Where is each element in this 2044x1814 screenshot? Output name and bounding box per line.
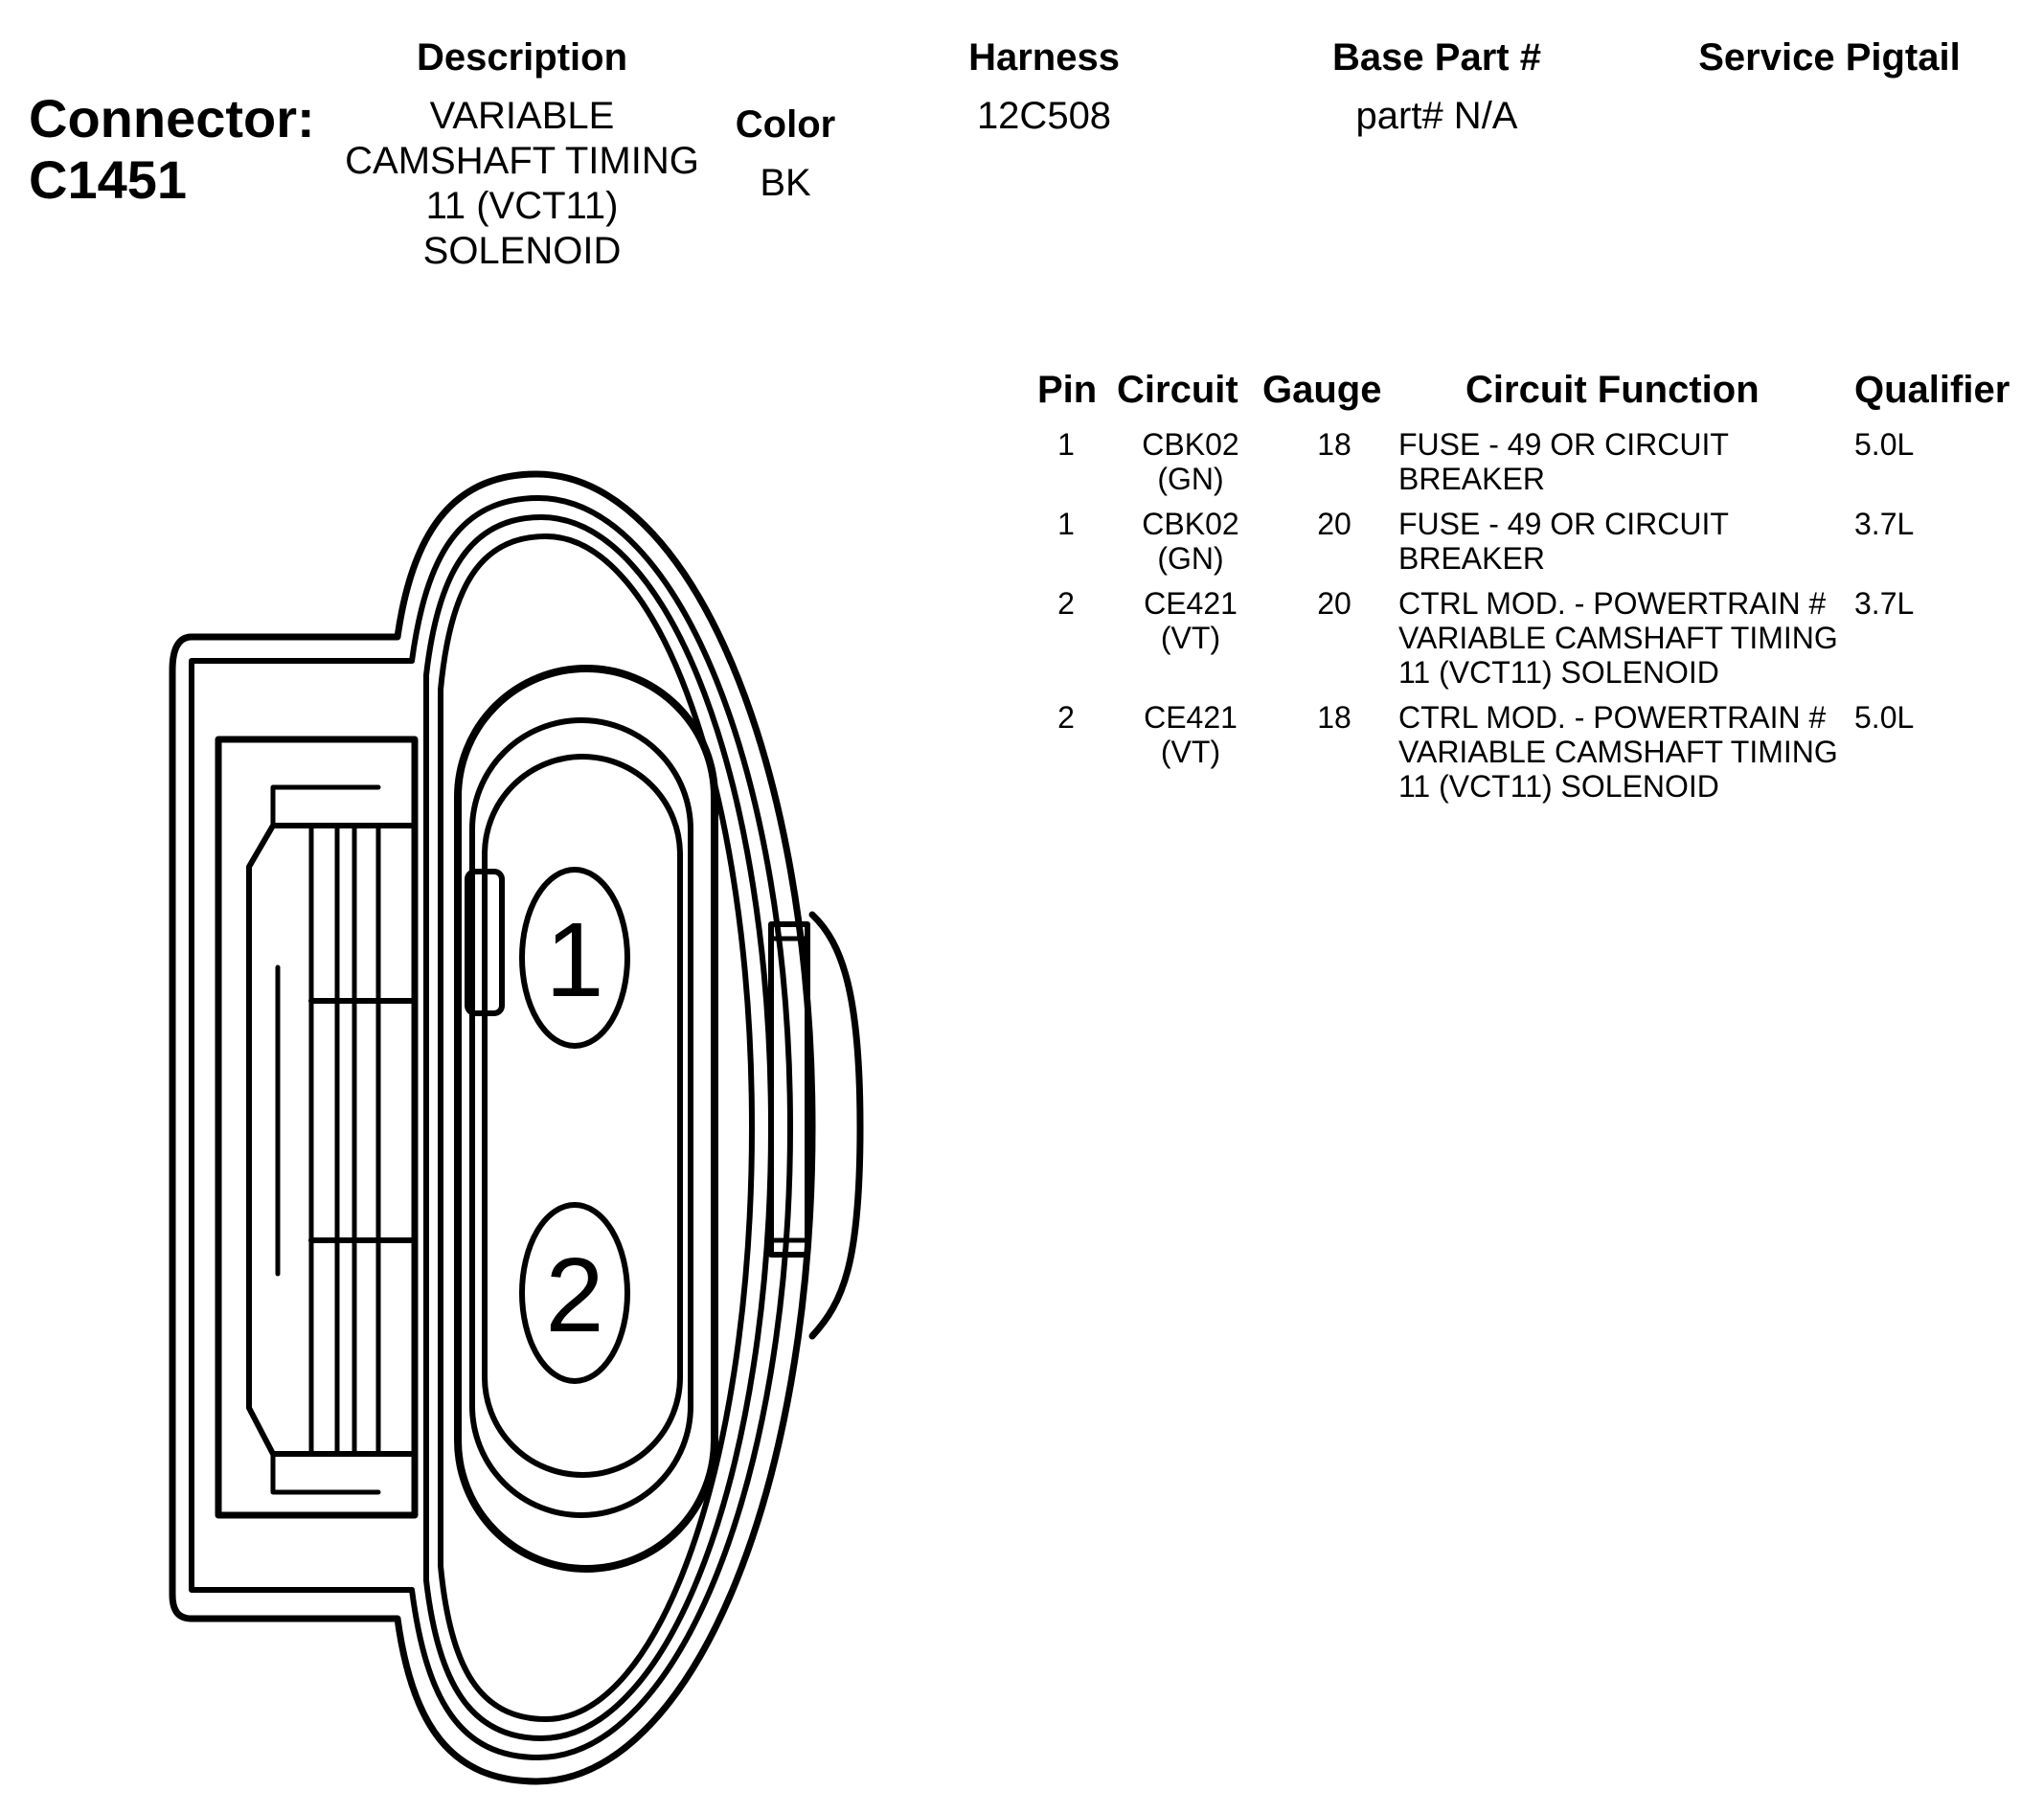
pin-cell: 1 (1057, 427, 1075, 462)
color-value: BK (760, 162, 811, 204)
table-header-gauge: Gauge (1262, 369, 1382, 411)
cavity-inner-outline (482, 754, 683, 1478)
connector-id: C1451 (29, 149, 188, 210)
gauge-cell: 20 (1317, 586, 1351, 621)
table-row: 1 CBK02 (GN) 20 FUSE - 49 OR CIRCUIT BRE… (1034, 507, 2031, 612)
circuit-cell: CE421 (VT) (1144, 586, 1238, 655)
qualifier-cell: 5.0L (1854, 700, 1915, 735)
table-header-qualifier: Qualifier (1854, 369, 2010, 411)
pin-cell: 2 (1057, 586, 1075, 621)
connector-title: Connector: C1451 (29, 88, 315, 211)
pin-2-circle (519, 1202, 630, 1384)
table-row: 1 CBK02 (GN) 18 FUSE - 49 OR CIRCUIT BRE… (1034, 427, 2031, 533)
circuit-cell: CE421 (VT) (1144, 700, 1238, 769)
table-header-circuit: Circuit (1117, 369, 1238, 411)
lock-slot (768, 921, 810, 1258)
table-row: 2 CE421 (VT) 18 CTRL MOD. - POWERTRAIN #… (1034, 700, 2031, 805)
circuit-cell: CBK02 (GN) (1142, 507, 1239, 576)
harness-header: Harness (968, 36, 1120, 79)
table-row: 2 CE421 (VT) 20 CTRL MOD. - POWERTRAIN #… (1034, 586, 2031, 692)
base-part-header: Base Part # (1332, 36, 1541, 79)
circuit-cell: CBK02 (GN) (1142, 427, 1239, 496)
shell-outline-inner-1 (189, 495, 793, 1760)
function-cell: FUSE - 49 OR CIRCUIT BREAKER (1398, 427, 1729, 496)
pin-cell: 1 (1057, 507, 1075, 541)
pin-1-circle (519, 867, 630, 1049)
key-notch (465, 869, 505, 1016)
shell-outline-inner-2 (423, 514, 774, 1741)
base-part-value: part# N/A (1355, 95, 1518, 137)
function-cell: FUSE - 49 OR CIRCUIT BREAKER (1398, 507, 1729, 576)
latch-clip (246, 823, 417, 1457)
description-header: Description (416, 36, 628, 79)
description-value: VARIABLE CAMSHAFT TIMING 11 (VCT11) SOLE… (345, 95, 699, 272)
table-header-pin: Pin (1037, 369, 1098, 411)
table-header-circuit-function: Circuit Function (1465, 369, 1760, 411)
qualifier-cell: 5.0L (1854, 427, 1915, 462)
qualifier-cell: 3.7L (1854, 586, 1915, 621)
outer-shell-outline (169, 470, 816, 1785)
gauge-cell: 18 (1317, 427, 1351, 462)
harness-value: 12C508 (976, 95, 1112, 137)
function-cell: CTRL MOD. - POWERTRAIN # VARIABLE CAMSHA… (1398, 700, 1838, 804)
connector-face-diagram: 1 2 (169, 470, 864, 1785)
pin-1-label: 1 (545, 901, 603, 1019)
color-header: Color (735, 103, 836, 146)
qualifier-cell: 3.7L (1854, 507, 1915, 541)
lock-tab (808, 911, 864, 1340)
latch-clip-inner (270, 784, 381, 1495)
gauge-cell: 18 (1317, 700, 1351, 735)
cavity-mid-outline (469, 717, 693, 1518)
latch-frame (215, 736, 419, 1519)
service-pigtail-header: Service Pigtail (1698, 36, 1961, 79)
pin-2-label: 2 (545, 1236, 603, 1354)
gauge-cell: 20 (1317, 507, 1351, 541)
connector-label: Connector: (29, 88, 315, 148)
pin-cell: 2 (1057, 700, 1075, 735)
cavity-outer-outline (454, 665, 718, 1573)
function-cell: CTRL MOD. - POWERTRAIN # VARIABLE CAMSHA… (1398, 586, 1838, 690)
